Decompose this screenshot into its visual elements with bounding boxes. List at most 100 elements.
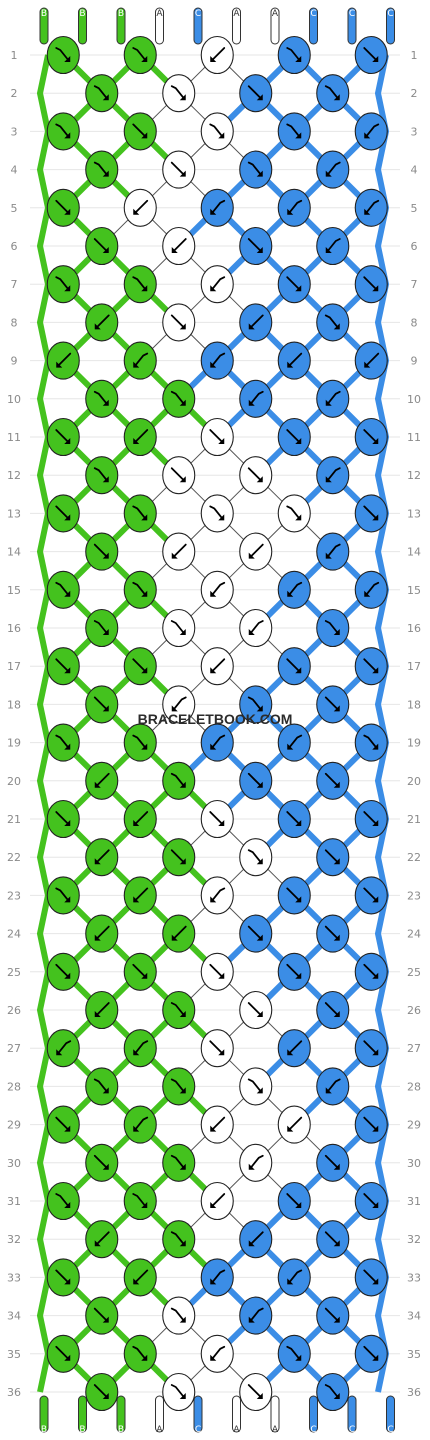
knot-r22-k2[interactable] [162, 838, 196, 877]
knot-r17-k2[interactable] [123, 647, 157, 686]
knot-r4-k2[interactable] [162, 150, 196, 189]
knot-r7-k5[interactable] [354, 265, 388, 304]
knot-r21-k2[interactable] [123, 799, 157, 839]
knot-r10-k1[interactable] [85, 379, 119, 418]
knot-r11-k1[interactable] [46, 417, 80, 457]
knot-r35-k4[interactable] [277, 1334, 311, 1373]
knot-r33-k1[interactable] [46, 1258, 80, 1297]
knot-r15-k2[interactable] [123, 570, 157, 609]
knot-r30-k2[interactable] [162, 1143, 196, 1182]
knot-r26-k4[interactable] [316, 990, 350, 1030]
knot-r31-k4[interactable] [277, 1181, 311, 1221]
knot-r13-k5[interactable] [354, 494, 388, 533]
knot-r25-k3[interactable] [200, 952, 234, 991]
knot-r15-k5[interactable] [354, 570, 388, 609]
knot-r18-k2[interactable] [162, 685, 196, 724]
knot-r19-k5[interactable] [354, 723, 388, 762]
knot-r33-k3[interactable] [200, 1258, 234, 1297]
knot-r35-k1[interactable] [46, 1334, 80, 1373]
knot-r35-k3[interactable] [200, 1334, 234, 1373]
knot-r16-k2[interactable] [162, 608, 196, 648]
knot-r23-k2[interactable] [123, 876, 157, 915]
knot-r17-k1[interactable] [46, 647, 80, 686]
knot-r9-k1[interactable] [46, 341, 80, 380]
knot-r28-k3[interactable] [239, 1067, 273, 1106]
knot-r2-k2[interactable] [162, 74, 196, 113]
knot-r19-k2[interactable] [123, 723, 157, 762]
knot-r1-k5[interactable] [354, 35, 388, 75]
knot-r16-k3[interactable] [239, 608, 273, 648]
knot-r22-k4[interactable] [316, 838, 350, 877]
knot-r25-k4[interactable] [277, 952, 311, 991]
knot-r17-k5[interactable] [354, 647, 388, 686]
knot-r5-k2[interactable] [123, 188, 157, 227]
knot-r21-k3[interactable] [200, 799, 234, 839]
knot-r26-k1[interactable] [85, 990, 119, 1030]
knot-r36-k4[interactable] [316, 1372, 350, 1412]
knot-r13-k3[interactable] [200, 494, 234, 533]
knot-r14-k4[interactable] [316, 532, 350, 571]
knot-r12-k2[interactable] [162, 456, 196, 495]
knot-r20-k3[interactable] [239, 761, 273, 800]
knot-r21-k5[interactable] [354, 799, 388, 839]
knot-r6-k1[interactable] [85, 226, 119, 266]
knot-r23-k4[interactable] [277, 876, 311, 915]
knot-r9-k3[interactable] [200, 341, 234, 380]
knot-r4-k4[interactable] [316, 150, 350, 189]
knot-r36-k3[interactable] [239, 1372, 273, 1412]
knot-r18-k1[interactable] [85, 685, 119, 724]
knot-r28-k4[interactable] [316, 1067, 350, 1106]
knot-r14-k1[interactable] [85, 532, 119, 571]
knot-r8-k3[interactable] [239, 303, 273, 342]
knot-r18-k4[interactable] [316, 685, 350, 724]
knot-r10-k4[interactable] [316, 379, 350, 418]
knot-r27-k3[interactable] [200, 1029, 234, 1068]
knot-r11-k5[interactable] [354, 417, 388, 457]
knot-r27-k1[interactable] [46, 1029, 80, 1068]
knot-r14-k2[interactable] [162, 532, 196, 571]
knot-r3-k4[interactable] [277, 112, 311, 151]
knot-r7-k2[interactable] [123, 265, 157, 304]
knot-r17-k4[interactable] [277, 647, 311, 686]
knot-r4-k3[interactable] [239, 150, 273, 189]
knot-r24-k3[interactable] [239, 914, 273, 953]
knot-r10-k3[interactable] [239, 379, 273, 418]
knot-r31-k5[interactable] [354, 1181, 388, 1221]
knot-r9-k4[interactable] [277, 341, 311, 380]
knot-r5-k5[interactable] [354, 188, 388, 227]
knot-r19-k1[interactable] [46, 723, 80, 762]
knot-r26-k3[interactable] [239, 990, 273, 1030]
knot-r32-k2[interactable] [162, 1220, 196, 1259]
knot-r23-k3[interactable] [200, 876, 234, 915]
knot-r13-k4[interactable] [277, 494, 311, 533]
knot-r8-k4[interactable] [316, 303, 350, 342]
knot-r21-k4[interactable] [277, 799, 311, 839]
knot-r33-k2[interactable] [123, 1258, 157, 1297]
knot-r29-k5[interactable] [354, 1105, 388, 1144]
knot-r24-k4[interactable] [316, 914, 350, 953]
knot-r19-k3[interactable] [200, 723, 234, 762]
knot-r31-k2[interactable] [123, 1181, 157, 1221]
knot-r9-k2[interactable] [123, 341, 157, 380]
knot-r27-k5[interactable] [354, 1029, 388, 1068]
knot-r14-k3[interactable] [239, 532, 273, 571]
knot-r32-k4[interactable] [316, 1220, 350, 1259]
knot-r15-k3[interactable] [200, 570, 234, 609]
knot-r6-k4[interactable] [316, 226, 350, 266]
knot-r34-k2[interactable] [162, 1296, 196, 1335]
knot-r33-k4[interactable] [277, 1258, 311, 1297]
knot-r13-k1[interactable] [46, 494, 80, 533]
knot-r3-k5[interactable] [354, 112, 388, 151]
knot-r7-k3[interactable] [200, 265, 234, 304]
knot-r31-k3[interactable] [200, 1181, 234, 1221]
knot-r21-k1[interactable] [46, 799, 80, 839]
knot-r25-k5[interactable] [354, 952, 388, 991]
knot-r29-k4[interactable] [277, 1105, 311, 1144]
knot-r5-k4[interactable] [277, 188, 311, 227]
knot-r1-k3[interactable] [200, 35, 234, 75]
knot-r36-k2[interactable] [162, 1372, 196, 1412]
knot-r1-k4[interactable] [277, 35, 311, 75]
knot-r4-k1[interactable] [85, 150, 119, 189]
knot-r3-k2[interactable] [123, 112, 157, 151]
knot-r20-k2[interactable] [162, 761, 196, 800]
